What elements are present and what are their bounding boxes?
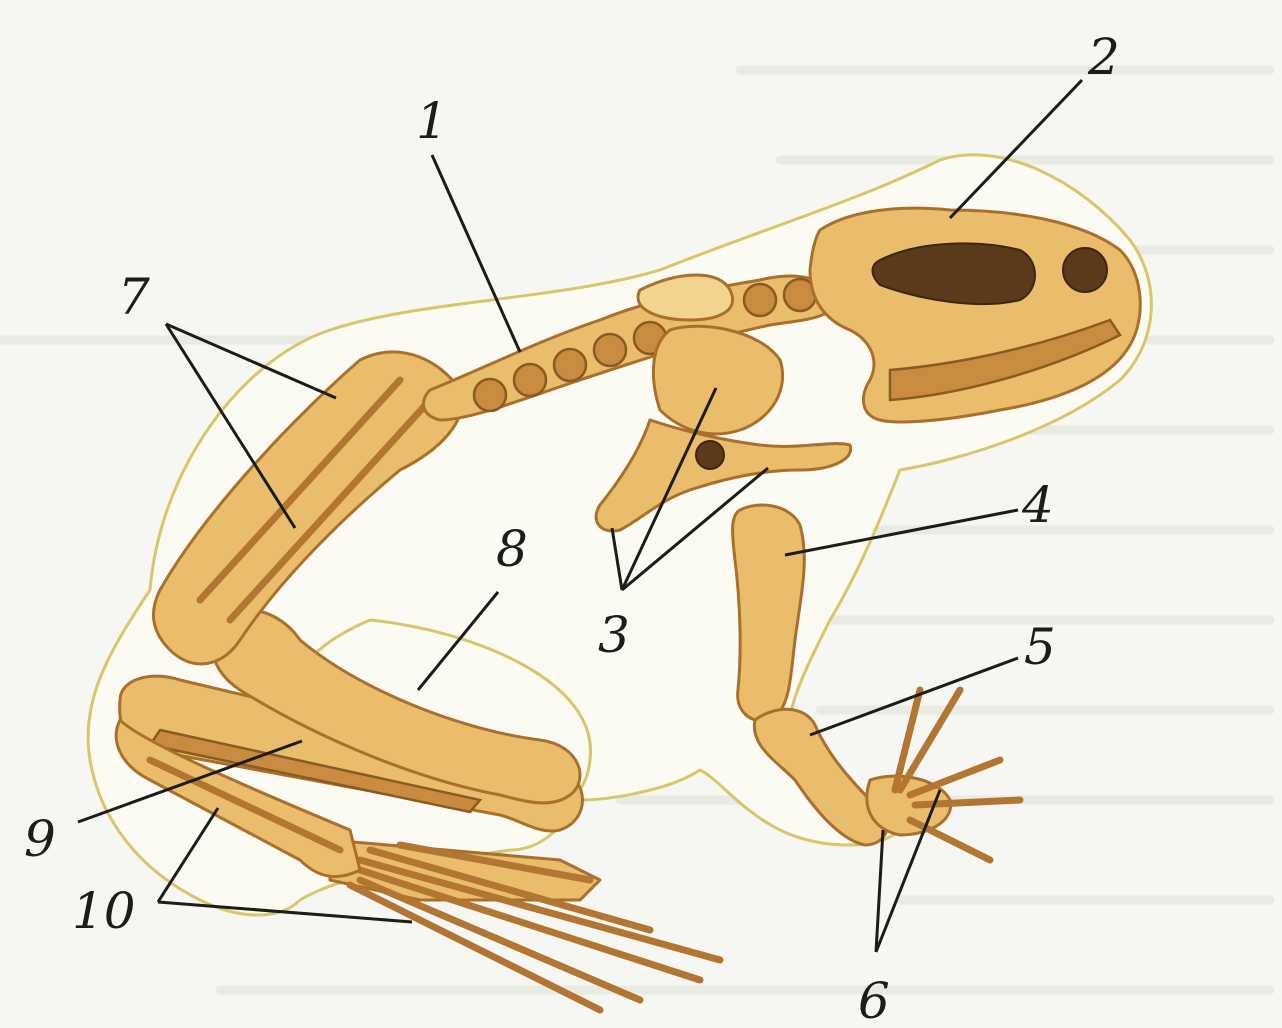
label-8: 8 [496,520,528,578]
label-7: 7 [118,268,150,326]
label-6: 6 [858,972,890,1028]
label-9: 9 [24,810,56,868]
nostril [1063,248,1107,292]
label-3: 3 [598,606,630,664]
label-5: 5 [1024,618,1056,676]
shoulder-blade [653,326,782,434]
label-2: 2 [1087,28,1120,86]
label-10: 10 [72,882,136,940]
girdle-hole [696,441,724,469]
label-4: 4 [1021,476,1054,534]
label-1: 1 [416,92,448,150]
foot-bones [330,840,720,1010]
